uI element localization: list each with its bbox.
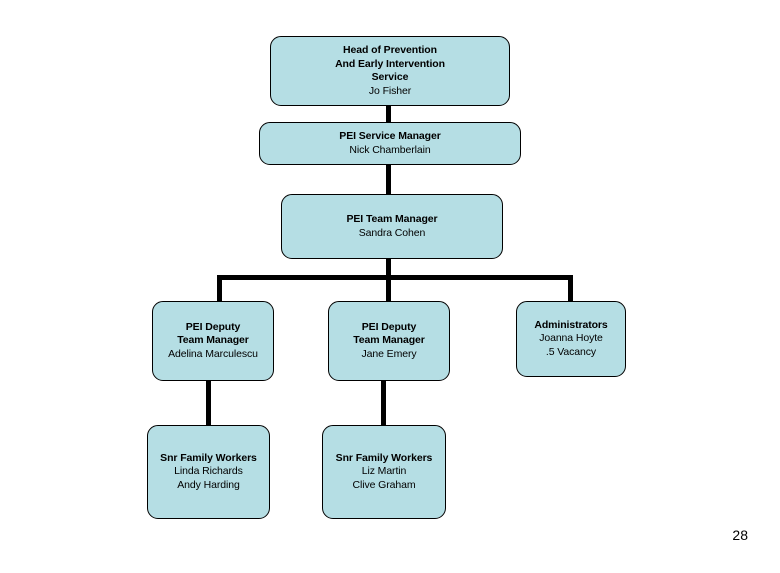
connector-bus-to-deputy-1 bbox=[217, 275, 222, 303]
node-person-name: Adelina Marculescu bbox=[168, 347, 258, 360]
node-person-name: Nick Chamberlain bbox=[349, 143, 431, 156]
node-title-line: Snr Family Workers bbox=[335, 451, 433, 464]
node-title-line: Snr Family Workers bbox=[160, 451, 257, 464]
node-administrators[interactable]: Administrators Joanna Hoyte .5 Vacancy bbox=[516, 301, 626, 377]
node-title-line: PEI Service Manager bbox=[339, 130, 441, 142]
page-number: 28 bbox=[732, 527, 748, 543]
node-title-line: Team Manager bbox=[177, 334, 249, 347]
node-title-line: And Early Intervention bbox=[335, 57, 445, 70]
node-title-line: PEI Deputy bbox=[361, 320, 417, 333]
node-title-line: PEI Deputy bbox=[185, 320, 241, 333]
connector-horizontal-bus bbox=[217, 275, 573, 280]
node-snr-family-workers-1[interactable]: Snr Family Workers Linda Richards Andy H… bbox=[147, 425, 270, 519]
node-snr-family-workers-2[interactable]: Snr Family Workers Liz Martin Clive Grah… bbox=[322, 425, 446, 519]
node-pei-deputy-team-manager-2[interactable]: PEI Deputy Team Manager Jane Emery bbox=[328, 301, 450, 381]
connector-team-manager-drop bbox=[386, 257, 391, 303]
node-person-name: Clive Graham bbox=[352, 478, 416, 491]
node-person-name: .5 Vacancy bbox=[545, 345, 597, 358]
node-person-name: Liz Martin bbox=[361, 465, 407, 478]
connector-service-manager-to-team-manager bbox=[386, 163, 391, 196]
connector-deputy-2-to-family-workers-2 bbox=[381, 380, 386, 426]
node-person-name: Jane Emery bbox=[361, 347, 417, 360]
node-head-of-prevention[interactable]: Head of Prevention And Early Interventio… bbox=[270, 36, 510, 106]
node-person-name: Andy Harding bbox=[177, 478, 240, 491]
node-title-line: Service bbox=[371, 71, 409, 83]
connector-bus-to-administrators bbox=[568, 275, 573, 303]
node-pei-service-manager[interactable]: PEI Service Manager Nick Chamberlain bbox=[259, 122, 521, 165]
connector-head-to-service-manager bbox=[386, 104, 391, 124]
node-person-name: Jo Fisher bbox=[368, 84, 412, 97]
node-title-line: Head of Prevention bbox=[343, 44, 437, 56]
node-title-line: Team Manager bbox=[353, 334, 425, 347]
node-title-line: Administrators bbox=[534, 318, 608, 331]
node-person-name: Joanna Hoyte bbox=[539, 332, 603, 345]
node-pei-deputy-team-manager-1[interactable]: PEI Deputy Team Manager Adelina Marcules… bbox=[152, 301, 274, 381]
node-person-name: Sandra Cohen bbox=[358, 226, 426, 239]
node-person-name: Linda Richards bbox=[174, 465, 243, 478]
node-pei-team-manager[interactable]: PEI Team Manager Sandra Cohen bbox=[281, 194, 503, 259]
connector-deputy-1-to-family-workers-1 bbox=[206, 380, 211, 426]
node-title-line: PEI Team Manager bbox=[346, 213, 438, 225]
